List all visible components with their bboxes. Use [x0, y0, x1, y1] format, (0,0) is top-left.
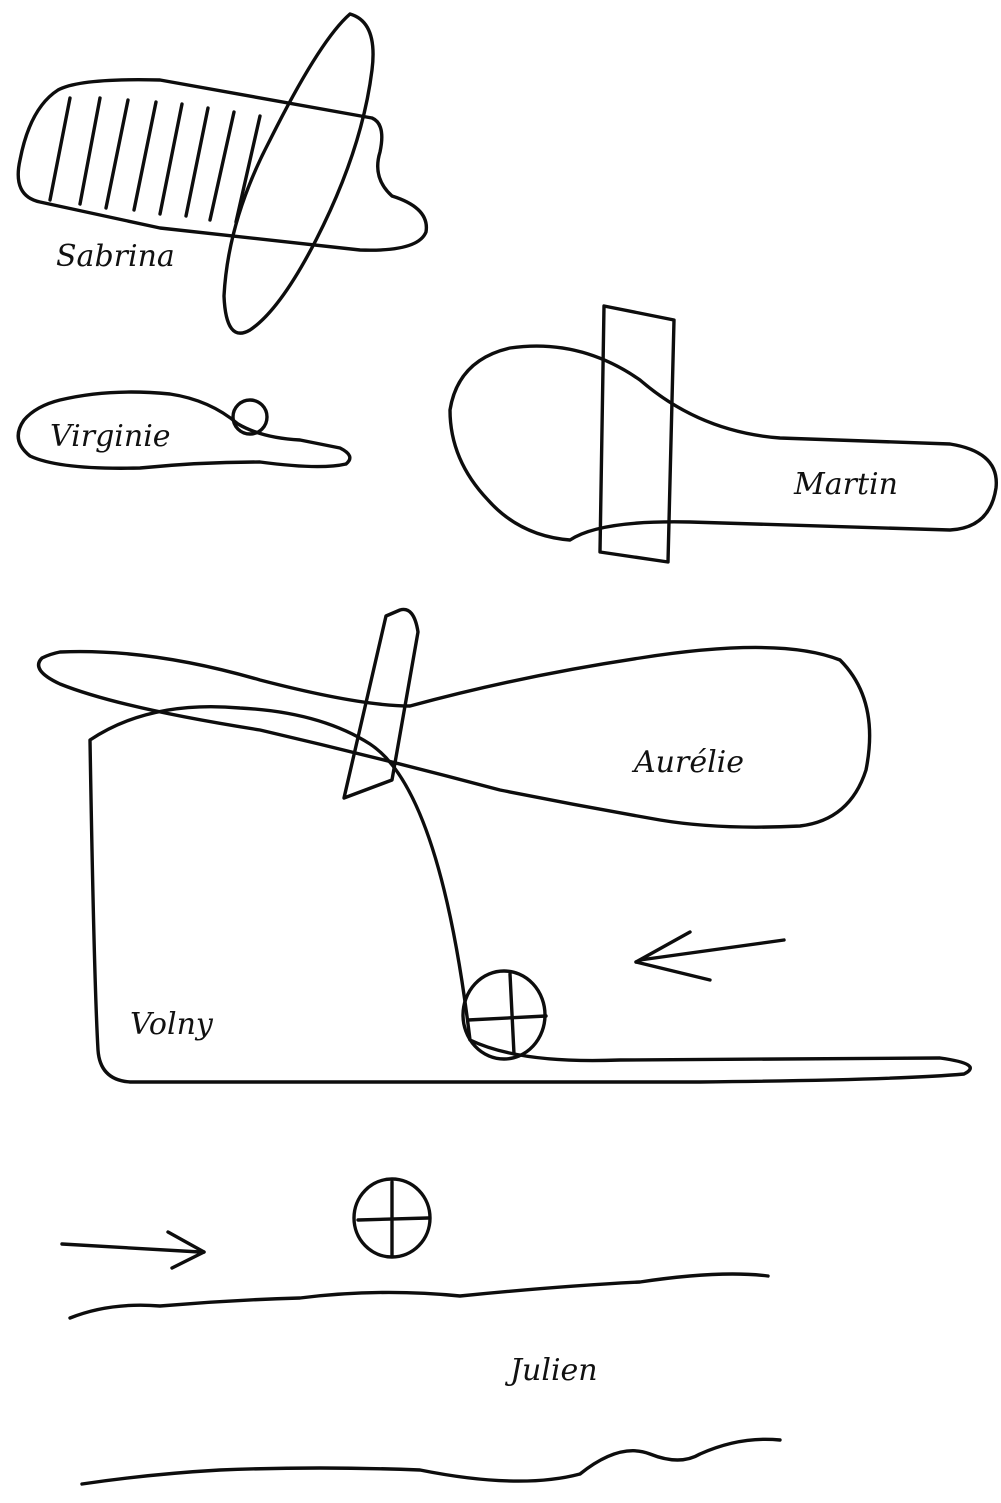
volny-body-outline — [90, 707, 970, 1082]
aurelie-label: Aurélie — [631, 745, 744, 780]
martin-label: Martin — [793, 467, 898, 502]
aurelie-body-outline — [39, 647, 870, 827]
drawing-julien: Julien — [62, 1179, 780, 1484]
drawing-aurelie: Aurélie — [39, 609, 870, 827]
drawing-virginie: Virginie — [18, 392, 350, 468]
volny-wheel-cross-vertical — [510, 974, 514, 1054]
julien-arrow-right-icon — [62, 1232, 204, 1268]
drawing-martin: Martin — [450, 306, 996, 562]
drawing-sabrina: Sabrina — [18, 14, 426, 333]
volny-arrow-left-icon — [636, 932, 784, 980]
sabrina-hatching — [50, 98, 260, 222]
julien-upper-wave — [70, 1274, 768, 1318]
virginie-label: Virginie — [50, 419, 171, 454]
drawing-volny: Volny — [90, 707, 970, 1082]
martin-body-outline — [450, 346, 996, 540]
volny-label: Volny — [130, 1007, 214, 1042]
julien-lower-wave — [82, 1439, 780, 1484]
julien-wheel-cross-horizontal — [358, 1218, 428, 1220]
sabrina-label: Sabrina — [56, 239, 175, 274]
volny-wheel-cross-horizontal — [468, 1016, 546, 1020]
julien-label: Julien — [504, 1353, 598, 1388]
